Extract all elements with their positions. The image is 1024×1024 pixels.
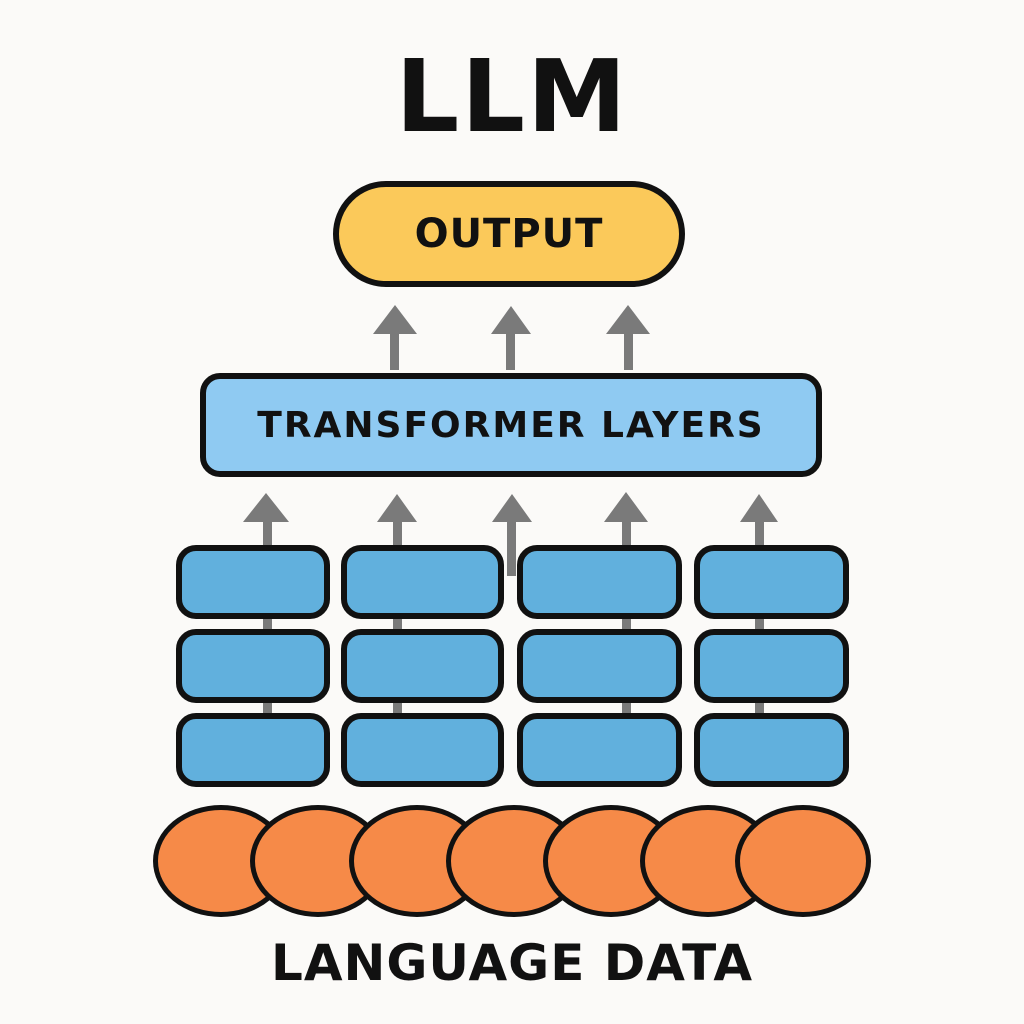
embedding-block [517, 629, 682, 703]
embedding-block [341, 629, 504, 703]
output-label: OUTPUT [414, 211, 604, 257]
embedding-block [694, 545, 849, 619]
embedding-block [176, 629, 330, 703]
arrow-up-icon [373, 305, 417, 370]
output-box: OUTPUT [333, 181, 685, 287]
transformer-label: TRANSFORMER LAYERS [257, 404, 765, 446]
embedding-block [694, 713, 849, 787]
embedding-block [341, 713, 504, 787]
embedding-block [517, 545, 682, 619]
transformer-layers-box: TRANSFORMER LAYERS [200, 373, 822, 477]
embedding-block [176, 545, 330, 619]
embedding-block [341, 545, 504, 619]
embedding-block [694, 629, 849, 703]
embedding-block [176, 713, 330, 787]
diagram-title: LLM [395, 38, 629, 155]
language-data-caption: LANGUAGE DATA [270, 934, 754, 992]
token-circle [735, 805, 871, 917]
arrow-up-icon [606, 305, 650, 370]
embedding-block [517, 713, 682, 787]
arrow-up-icon [492, 494, 532, 576]
arrow-up-icon [491, 306, 531, 370]
